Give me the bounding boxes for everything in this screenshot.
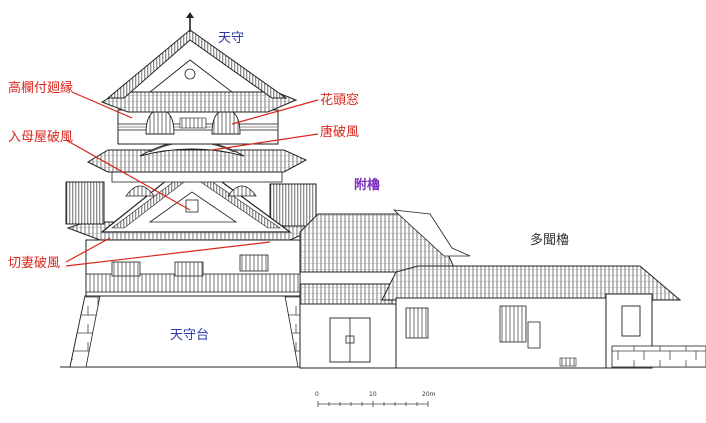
scale-bar (317, 401, 429, 407)
label-koran-tsuki-mawaribuchi: 高欄付廻縁 (8, 81, 74, 96)
leader-kara-hafu (211, 133, 319, 151)
tenshu-dai-stone-base (69, 295, 316, 368)
leader-koran (71, 91, 133, 119)
scale-tick-10: 10 (369, 391, 377, 398)
tamon-yagura-building (381, 265, 706, 369)
scale-tick-0: 0 (315, 391, 319, 398)
label-tenshu-dai: 天守台 (170, 328, 210, 343)
label-tsuke-yagura: 附櫓 (354, 178, 381, 193)
leader-kirizuma-2 (65, 241, 271, 267)
tenshu-tower (65, 12, 324, 297)
leader-kirizuma-1 (65, 237, 111, 263)
scale-tick-20m: 20m (422, 391, 436, 398)
label-irimoya-hafu: 入母屋破風 (8, 130, 74, 145)
leader-irimoya (65, 139, 191, 211)
label-kirizuma-hafu: 切妻破風 (8, 256, 61, 271)
label-kato-mado: 花頭窓 (320, 93, 360, 108)
label-tamon-yagura: 多聞櫓 (530, 233, 570, 248)
label-kara-hafu: 唐破風 (320, 125, 360, 140)
annotation-lines (65, 91, 319, 267)
tsuke-yagura-building (299, 209, 471, 369)
label-tenshu: 天守 (218, 31, 245, 46)
leader-kato-mado (231, 99, 319, 125)
